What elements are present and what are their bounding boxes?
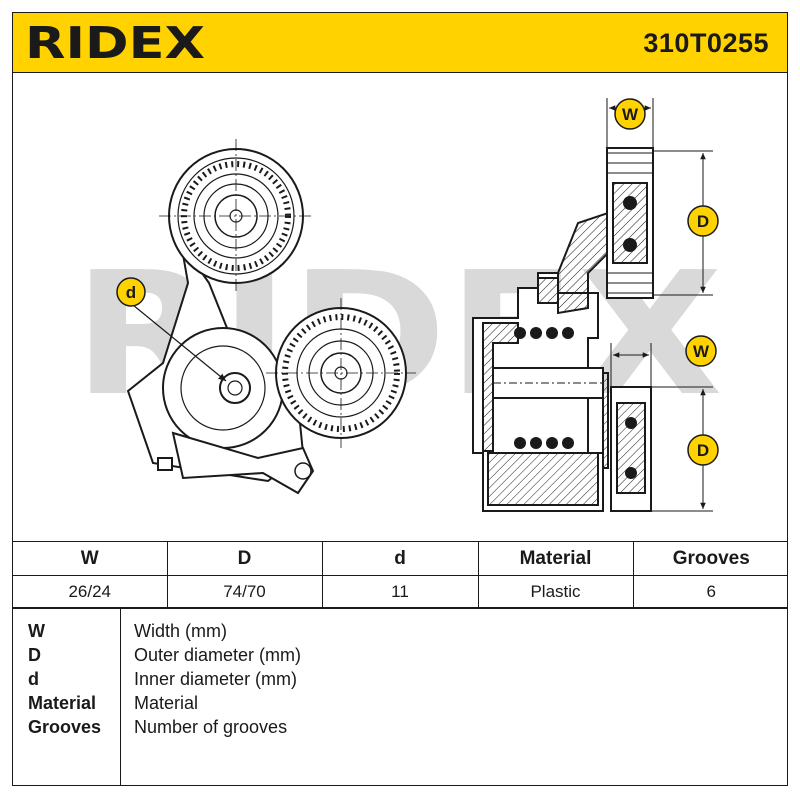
width-marker-lower	[685, 335, 717, 367]
legend-descriptions: Width (mm) Outer diameter (mm) Inner dia…	[134, 619, 301, 739]
value-width: 26/24	[13, 575, 168, 608]
header-bar: RIDEX 310T0255	[13, 13, 787, 73]
section-view	[472, 147, 654, 512]
parameters-table: W D d Material Grooves 26/24 74/70 11 Pl…	[13, 541, 787, 608]
part-number: 310T0255	[643, 28, 769, 58]
width-label-lower: W	[693, 342, 710, 361]
legend-divider	[120, 609, 121, 785]
lower-pulley-side	[610, 386, 652, 512]
upper-pulley-side	[606, 147, 654, 299]
inner-diameter-marker	[116, 277, 146, 307]
value-outer-diameter: 74/70	[166, 575, 323, 608]
value-grooves: 6	[632, 575, 787, 608]
legend-description: Inner diameter (mm)	[134, 669, 298, 689]
header-outer-diameter: D	[166, 541, 323, 576]
diameter-label-upper: D	[697, 212, 709, 231]
legend-description: Width (mm)	[134, 621, 227, 641]
table-header-row: W D d Material Grooves	[13, 541, 787, 576]
value-material: Plastic	[477, 575, 634, 608]
width-marker-upper	[614, 98, 646, 130]
mounting-bracket	[171, 431, 315, 495]
diameter-label-lower: D	[697, 441, 709, 460]
diameter-marker-lower	[687, 434, 719, 466]
width-label-upper: W	[622, 105, 639, 124]
legend-key: Grooves	[28, 717, 102, 737]
brand-wordmark: RIDEX	[25, 19, 205, 65]
value-inner-diameter: 11	[321, 575, 479, 608]
diameter-marker-upper	[687, 205, 719, 237]
legend-key: W	[28, 621, 45, 641]
legend-description: Number of grooves	[134, 717, 288, 737]
legend-description: Outer diameter (mm)	[134, 645, 302, 665]
product-sheet: RIDEX 310T0255 RIDEX	[12, 12, 788, 786]
pivot-bolt	[219, 372, 251, 404]
legend-description: Material	[134, 693, 199, 713]
header-width: W	[13, 541, 168, 576]
header-inner-diameter: d	[321, 541, 479, 576]
header-material: Material	[477, 541, 634, 576]
legend-key: d	[28, 669, 39, 689]
technical-drawing: RIDEX	[73, 98, 723, 512]
front-view	[126, 139, 416, 495]
legend-key: D	[28, 645, 41, 665]
legend: W D d Material Grooves Width (mm) Outer …	[13, 608, 787, 785]
table-row: 26/24 74/70 11 Plastic 6	[13, 575, 787, 608]
legend-keys: W D d Material Grooves	[28, 619, 101, 739]
brand-logo: RIDEX	[25, 19, 205, 65]
inner-diameter-label: d	[126, 283, 136, 302]
legend-key: Material	[28, 693, 97, 713]
header-grooves: Grooves	[632, 541, 787, 576]
